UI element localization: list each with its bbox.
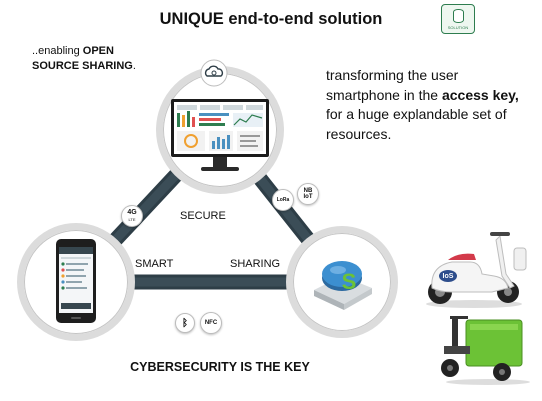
4g-lte-badge: 4G LTE: [121, 205, 143, 227]
s-device-icon: [314, 261, 372, 310]
lora-label: LoRa: [276, 197, 290, 203]
secure-label: SECURE: [180, 210, 226, 222]
iot-label: IoT: [303, 194, 313, 200]
smartphone-icon: [56, 239, 96, 323]
bluetooth-icon: ᛒ: [175, 313, 195, 333]
caption-lead: ..enabling: [32, 45, 83, 57]
page-title: UNIQUE end-to-end solution: [159, 10, 383, 28]
lte-label: LTE: [128, 217, 136, 222]
sharing-device-circle: S: [286, 226, 398, 338]
access-key-caption: transforming the user smartphone in the …: [326, 66, 526, 144]
nb-label: NB: [303, 188, 313, 194]
caption-part1: transforming the user smartphone in the: [326, 67, 459, 103]
bluetooth-symbol: ᛒ: [182, 317, 188, 329]
scooter-image: IoS: [426, 232, 527, 308]
caption-part2: for a huge explandable set of resources.: [326, 106, 507, 142]
database-icon: [452, 8, 464, 23]
platform-circle: [156, 66, 284, 194]
s-device-letter: S: [341, 269, 357, 294]
smartphone-circle: [17, 223, 135, 341]
nfc-label: NFC: [204, 320, 218, 326]
cloud-gear-icon: [200, 59, 228, 87]
caption-open: OPEN: [82, 45, 114, 57]
caption-source-sharing: SOURCE SHARING: [32, 60, 133, 72]
caption-access-key: access key,: [441, 86, 519, 103]
logo-badge: SOLUTION: [441, 4, 475, 34]
lora-badge: LoRa: [272, 189, 294, 211]
logo-text: SOLUTION: [447, 24, 469, 30]
dashboard-monitor-icon: [171, 99, 269, 171]
svg-text:IoS: IoS: [443, 273, 454, 280]
caption-period: .: [132, 60, 136, 72]
nfc-badge: NFC: [200, 312, 222, 334]
footer-statement: CYBERSECURITY IS THE KEY: [130, 360, 310, 374]
electric-cart-image: [441, 316, 530, 385]
smart-label: SMART: [135, 258, 174, 270]
open-source-caption: ..enabling OPEN SOURCE SHARING.: [32, 44, 172, 74]
4g-label: 4G: [127, 209, 137, 216]
sharing-label: SHARING: [230, 258, 281, 270]
nb-iot-badge: NB IoT: [297, 183, 319, 205]
